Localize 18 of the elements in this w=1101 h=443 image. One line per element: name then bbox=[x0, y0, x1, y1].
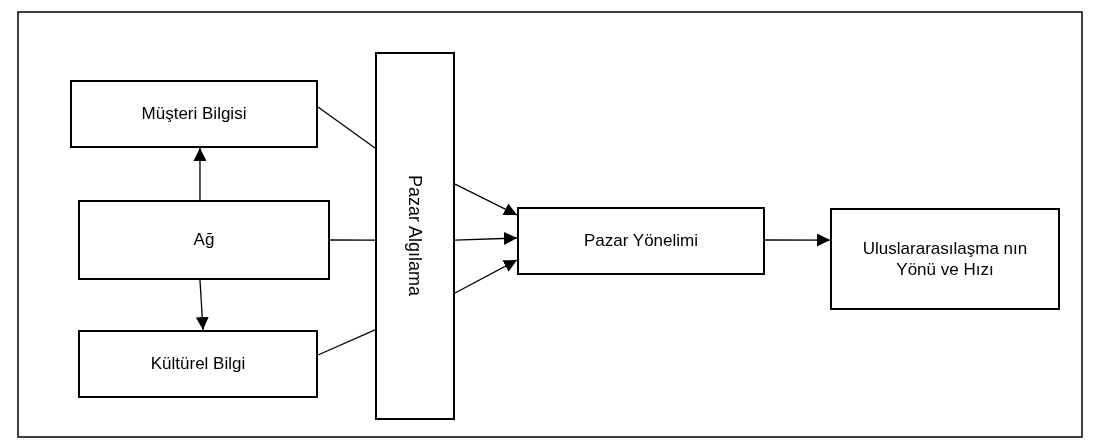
process-box bbox=[517, 207, 765, 275]
box-label: Uluslararasılaşma nın Yönü ve Hızı bbox=[861, 237, 1029, 281]
arrow bbox=[195, 279, 209, 331]
vertical-bar-box bbox=[375, 52, 455, 420]
arrow bbox=[454, 259, 518, 294]
arrow bbox=[454, 183, 518, 216]
box-label: Kültürel Bilgi bbox=[150, 353, 246, 375]
box-label: Pazar Algılama bbox=[404, 175, 427, 297]
arrow bbox=[454, 231, 518, 245]
box-label: Müşteri Bilgisi bbox=[141, 103, 247, 125]
process-box bbox=[70, 80, 318, 148]
process-box bbox=[830, 208, 1060, 310]
box-label: Ağ bbox=[193, 229, 215, 251]
box-label: Pazar Yönelimi bbox=[584, 230, 698, 252]
arrow bbox=[764, 233, 831, 247]
arrow bbox=[193, 147, 207, 201]
process-box bbox=[78, 330, 318, 398]
process-box bbox=[78, 200, 330, 280]
